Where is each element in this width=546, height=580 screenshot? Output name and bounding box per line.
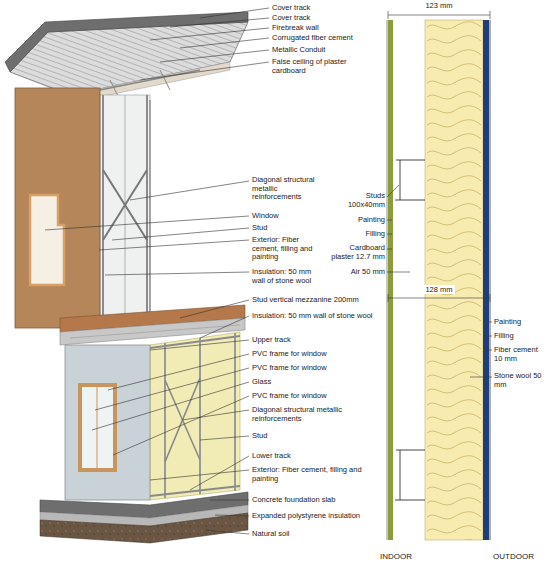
callout-label: Insulation: 50 mm wall of stone wool (252, 268, 324, 285)
callout-label: Stud (252, 432, 377, 441)
callout-label: Corrugated fiber cement (272, 34, 382, 43)
dimension-label: 128 mm (414, 286, 464, 295)
callout-label: Air 50 mm (327, 268, 385, 277)
callout-label: Upper track (252, 336, 377, 345)
callout-label: Diagonal structural metallic reinforceme… (252, 406, 377, 423)
callout-label: Glass (252, 378, 377, 387)
callout-label: Insulation: 50 mm wall of stone wool (252, 312, 377, 321)
callout-label: Cardboard plaster 12.7 mm (327, 244, 385, 261)
callout-label: Stone wool 50 mm (494, 372, 544, 389)
callout-label: Metallic Conduit (272, 46, 382, 55)
callout-label: Filling (327, 230, 385, 239)
callout-label: Stud (252, 224, 324, 233)
callout-label: Stud vertical mezzanine 200mm (252, 296, 377, 305)
callout-label: False ceiling of plaster cardboard (272, 58, 382, 75)
callout-label: Painting (327, 216, 385, 225)
callout-label: Firebreak wall (272, 24, 382, 33)
callout-label: Expanded polystyrene insulation (252, 512, 377, 521)
callout-label: Filling (494, 332, 544, 341)
callout-label: PVC frame for window (252, 350, 377, 359)
callout-label: Natural soil (252, 530, 377, 539)
callout-label: Exterior: Fiber cement, filling and pain… (252, 466, 377, 483)
callout-label: Studs 100x40mm (327, 192, 385, 209)
side-label: OUTDOOR (470, 552, 534, 561)
callout-label: Concrete foundation slab (252, 496, 377, 505)
dimension-label: 123 mm (414, 2, 464, 11)
callout-label: Cover track (272, 14, 382, 23)
callout-label: Fiber cement 10 mm (494, 346, 544, 363)
callout-label: Window (252, 212, 324, 221)
side-label: INDOOR (380, 552, 440, 561)
callout-label: Painting (494, 318, 544, 327)
callout-label: Exterior: Fiber cement, filling and pain… (252, 236, 324, 262)
callout-label: PVC frame for window (252, 364, 377, 373)
callout-label: Cover track (272, 4, 382, 13)
callout-label: Lower track (252, 452, 377, 461)
callout-label: Diagonal structural metallic reinforceme… (252, 176, 324, 202)
callout-label: PVC frame for window (252, 392, 377, 401)
